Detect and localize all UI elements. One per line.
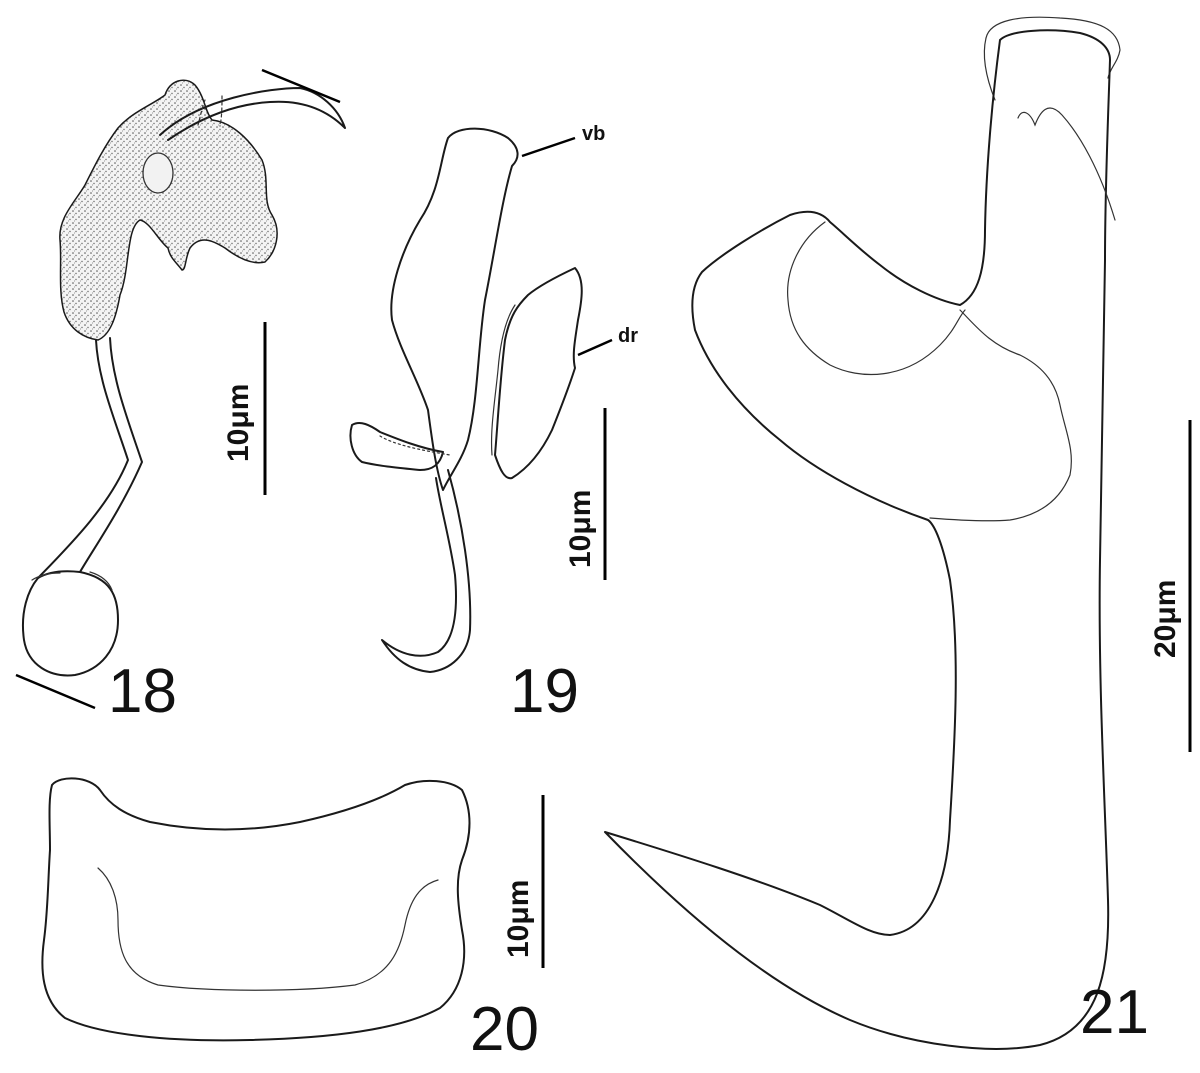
fig19-dorsal-root (494, 267, 583, 480)
fig21-halo (985, 16, 1121, 79)
fig20-inner-outline (97, 867, 439, 991)
figure-20: 10μm 20 (41, 777, 545, 1064)
fig18-basal-bulb (22, 570, 119, 677)
fig18-stippled-body (59, 79, 278, 341)
fig20-transverse-bar (41, 777, 471, 1042)
fig20-scale-label: 10μm (502, 880, 535, 958)
fig18-scale-label: 10μm (222, 384, 255, 462)
figure-21: 20μm 21 (604, 16, 1192, 1050)
fig19-hook (381, 469, 472, 673)
fig20-number: 20 (470, 995, 539, 1064)
fig21-number: 21 (1080, 978, 1149, 1047)
fig18-number: 18 (108, 657, 177, 726)
fig18-tube (37, 339, 129, 579)
fig18-orientation-mark-bottom (15, 673, 96, 710)
fig19-ventral-bar (390, 127, 519, 491)
fig18-hook (159, 87, 346, 141)
fig19-dr-leader (577, 338, 613, 357)
fig18-orientation-mark-top (261, 68, 341, 104)
fig19-vb-leader (521, 136, 576, 158)
figure-18: 10μm 18 (15, 68, 346, 726)
fig21-anchor (604, 29, 1111, 1050)
fig19-number: 19 (510, 657, 579, 726)
fig18-round-lobe (142, 152, 174, 194)
fig21-scale-label: 20μm (1149, 580, 1182, 658)
fig19-scale-label: 10μm (564, 490, 597, 568)
fig19-vb-label: vb (582, 123, 605, 145)
fig19-lateral-knob (349, 422, 444, 471)
fig19-dr-label: dr (618, 325, 638, 347)
figure-19: vb dr 10μm 19 (349, 123, 638, 726)
